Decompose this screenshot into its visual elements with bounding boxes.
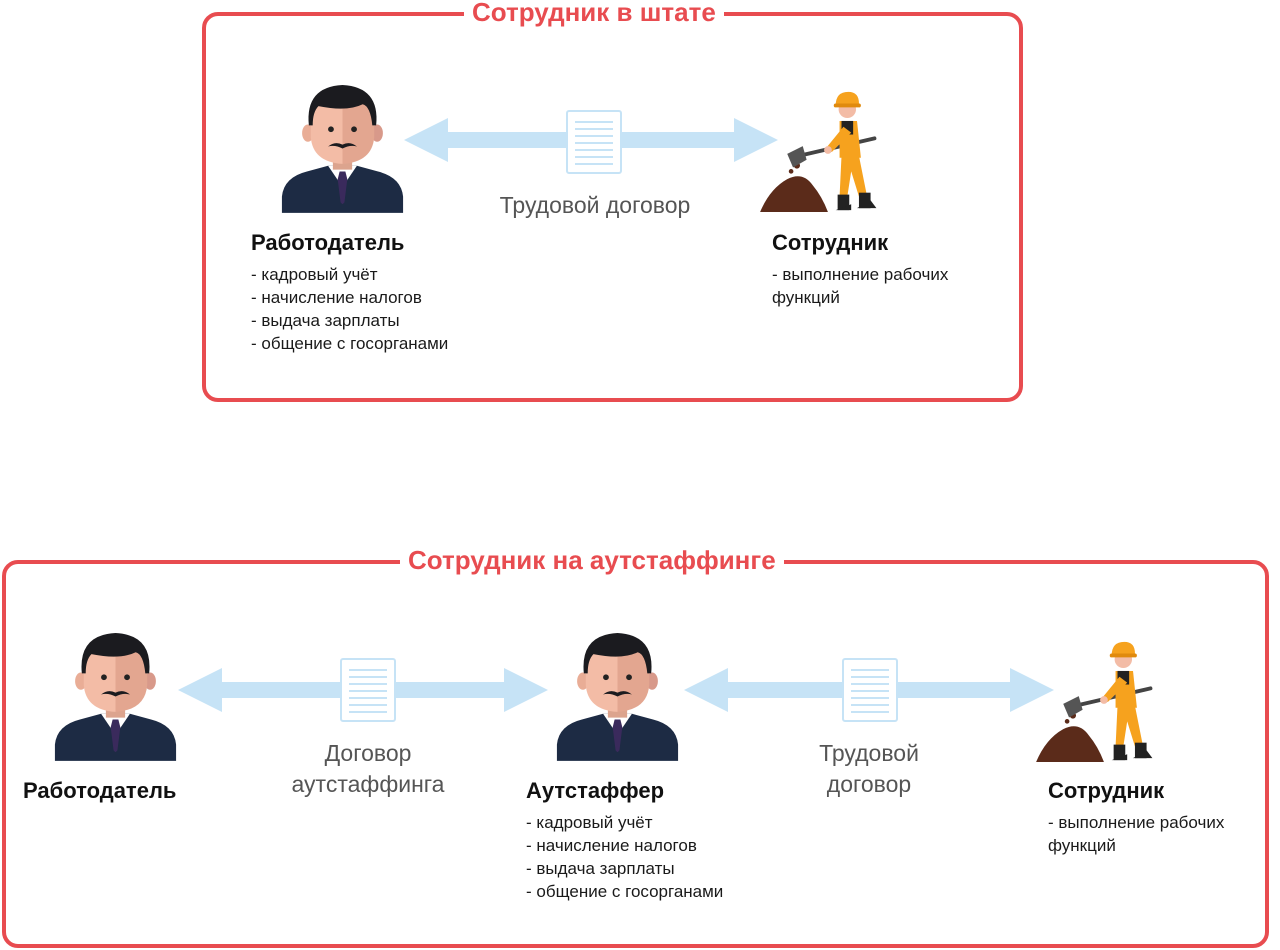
businessman-icon [281,85,404,213]
duty-item: - кадровый учёт [251,265,378,284]
document-icon [842,658,898,722]
employee-duties: - выполнение рабочих функций [1048,811,1224,857]
duty-item: - кадровый учёт [526,813,653,832]
duty-item: функций [772,288,840,307]
staff-panel: Сотрудник в штате [202,0,1023,402]
employee-title: Сотрудник [1048,778,1165,803]
duty-item: - выполнение рабочих [772,265,949,284]
businessman-icon [54,633,177,761]
document-icon [566,110,622,174]
outstaff-panel: Сотрудник на аутстаффинге [2,542,1269,948]
digging-worker-icon [758,89,879,214]
duty-item: - выдача зарплаты [251,311,400,330]
outstaffer-title: Аутстаффер [526,778,665,803]
duty-item: функций [1048,836,1116,855]
businessman-icon [556,633,679,761]
duty-item: - общение с госорганами [251,334,449,353]
contract-label-employment: Трудовой договор [499,192,691,218]
document-icon [340,658,396,722]
outstaff-panel-title: Сотрудник на аутстаффинге [400,542,784,578]
employer-title: Работодатель [23,778,177,803]
employee-duties: - выполнение рабочих функций [772,263,948,309]
outstaffer-duties: - кадровый учёт - начисление налогов - в… [526,811,723,903]
duty-item: - выполнение рабочих [1048,813,1225,832]
employee-title: Сотрудник [772,230,889,255]
duty-item: - общение с госорганами [526,882,724,901]
contract-label-outstaffing: Договор аутстаффинга [291,740,445,797]
employer-title: Работодатель [251,230,405,255]
contract-label-employment: Трудовой договор [819,740,919,797]
digging-worker-icon [1034,639,1155,764]
duty-item: - начисление налогов [526,836,697,855]
duty-item: - выдача зарплаты [526,859,675,878]
staff-panel-title: Сотрудник в штате [464,0,724,30]
duty-item: - начисление налогов [251,288,422,307]
employer-duties: - кадровый учёт - начисление налогов - в… [251,263,448,355]
